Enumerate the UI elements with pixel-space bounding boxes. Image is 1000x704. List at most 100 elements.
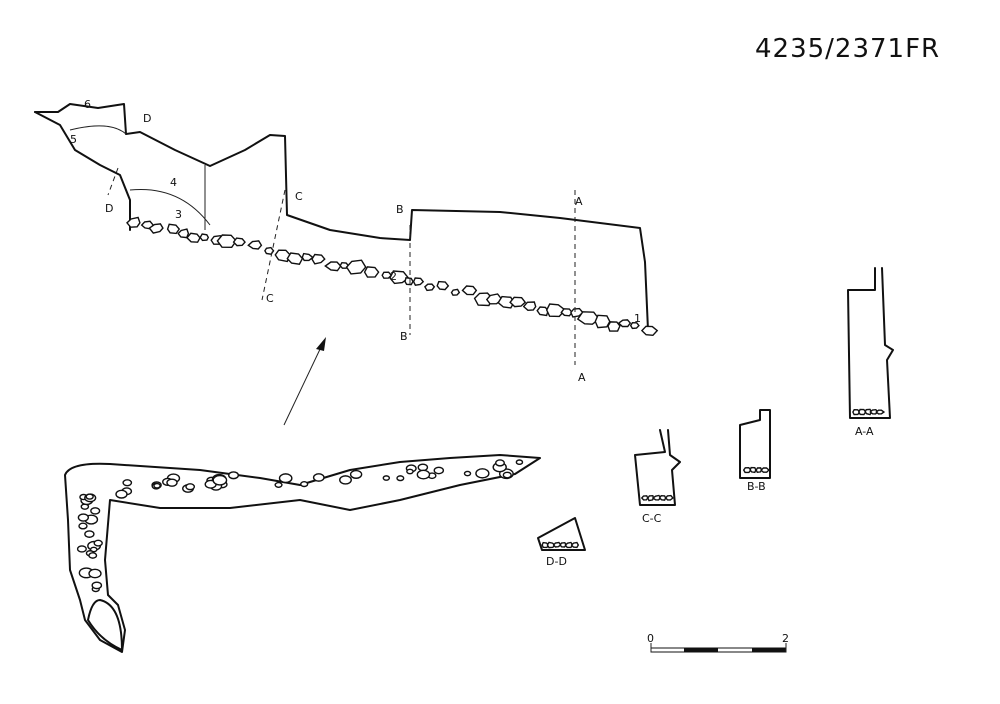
stone — [363, 266, 380, 278]
stone — [286, 252, 304, 265]
stone — [749, 466, 757, 474]
stone — [475, 468, 490, 479]
stone — [651, 494, 662, 501]
stone — [404, 277, 414, 286]
stone — [424, 283, 436, 292]
stone — [311, 253, 326, 265]
stone — [742, 466, 752, 474]
stone — [760, 467, 770, 473]
section-a-a: A-A — [847, 267, 894, 438]
stone — [658, 494, 667, 501]
stone — [93, 539, 103, 547]
layer-label: 4 — [170, 176, 177, 189]
stone — [417, 463, 429, 472]
stone — [416, 469, 431, 480]
stone — [300, 480, 309, 488]
cut-marker: C — [266, 292, 274, 305]
stone — [576, 311, 601, 325]
cut-marker: B — [400, 330, 408, 343]
stone — [177, 228, 190, 239]
stone — [84, 530, 95, 538]
section-c-c: C-C — [634, 429, 681, 525]
stone — [629, 321, 640, 330]
stone — [122, 479, 133, 487]
scale-label-end: 2 — [782, 632, 789, 645]
stone — [349, 469, 363, 479]
stone — [640, 325, 659, 337]
stone — [153, 482, 161, 489]
section-b-b: B-B — [739, 409, 771, 493]
stone — [545, 303, 567, 318]
stone — [647, 494, 655, 502]
cut-marker: C — [295, 190, 303, 203]
stone — [115, 489, 128, 499]
stone — [232, 237, 246, 247]
stone — [433, 466, 445, 475]
stone — [382, 475, 391, 481]
stone — [536, 306, 549, 317]
layer-label: 2 — [390, 270, 397, 283]
stone — [212, 474, 228, 486]
stone — [381, 271, 393, 279]
stone — [77, 513, 90, 522]
stone — [640, 495, 649, 501]
stone — [546, 541, 556, 549]
cut-marker: D — [143, 112, 151, 125]
stone — [88, 568, 102, 579]
layer-label: 3 — [175, 208, 182, 221]
stone — [90, 507, 101, 515]
stone — [461, 285, 478, 296]
cut-marker: B — [396, 203, 404, 216]
stone — [185, 483, 196, 491]
stone — [148, 223, 164, 234]
stone — [570, 541, 580, 549]
stone — [199, 233, 210, 242]
stone — [406, 468, 414, 475]
stone — [564, 541, 574, 549]
drawing-number: 4235/2371FR — [755, 34, 940, 64]
stone — [216, 234, 238, 249]
stone — [166, 478, 178, 487]
stone — [497, 295, 515, 309]
stone — [186, 232, 201, 243]
stone — [852, 408, 861, 416]
stone-row — [126, 216, 659, 337]
stone — [274, 249, 291, 263]
long-section — [34, 103, 659, 365]
layer-label: 1 — [634, 312, 641, 325]
stone — [166, 223, 181, 235]
section-label: C-C — [642, 512, 662, 525]
stone — [869, 408, 880, 415]
stone — [858, 408, 867, 416]
cut-marker: D — [105, 202, 113, 215]
stone — [339, 475, 352, 485]
stone — [755, 467, 763, 474]
stone — [559, 541, 568, 548]
stone — [463, 470, 472, 477]
stone — [560, 308, 573, 317]
stone — [85, 493, 94, 500]
stone — [301, 252, 314, 262]
stone — [396, 475, 405, 482]
stone — [607, 321, 621, 332]
stone — [864, 408, 873, 416]
stone — [450, 288, 461, 296]
stone — [324, 261, 342, 272]
stone — [278, 473, 293, 484]
cut-marker: A — [575, 195, 583, 208]
stone — [664, 494, 674, 501]
stone — [570, 307, 584, 318]
stone — [126, 216, 141, 228]
cut-marker: A — [578, 371, 586, 384]
stone — [345, 259, 367, 275]
stone — [88, 552, 98, 559]
section-label: A-A — [855, 425, 874, 438]
stone — [91, 581, 103, 590]
stone — [436, 280, 450, 291]
stone — [247, 240, 263, 250]
stone — [312, 473, 325, 482]
stone — [875, 409, 886, 415]
stone — [594, 314, 611, 329]
